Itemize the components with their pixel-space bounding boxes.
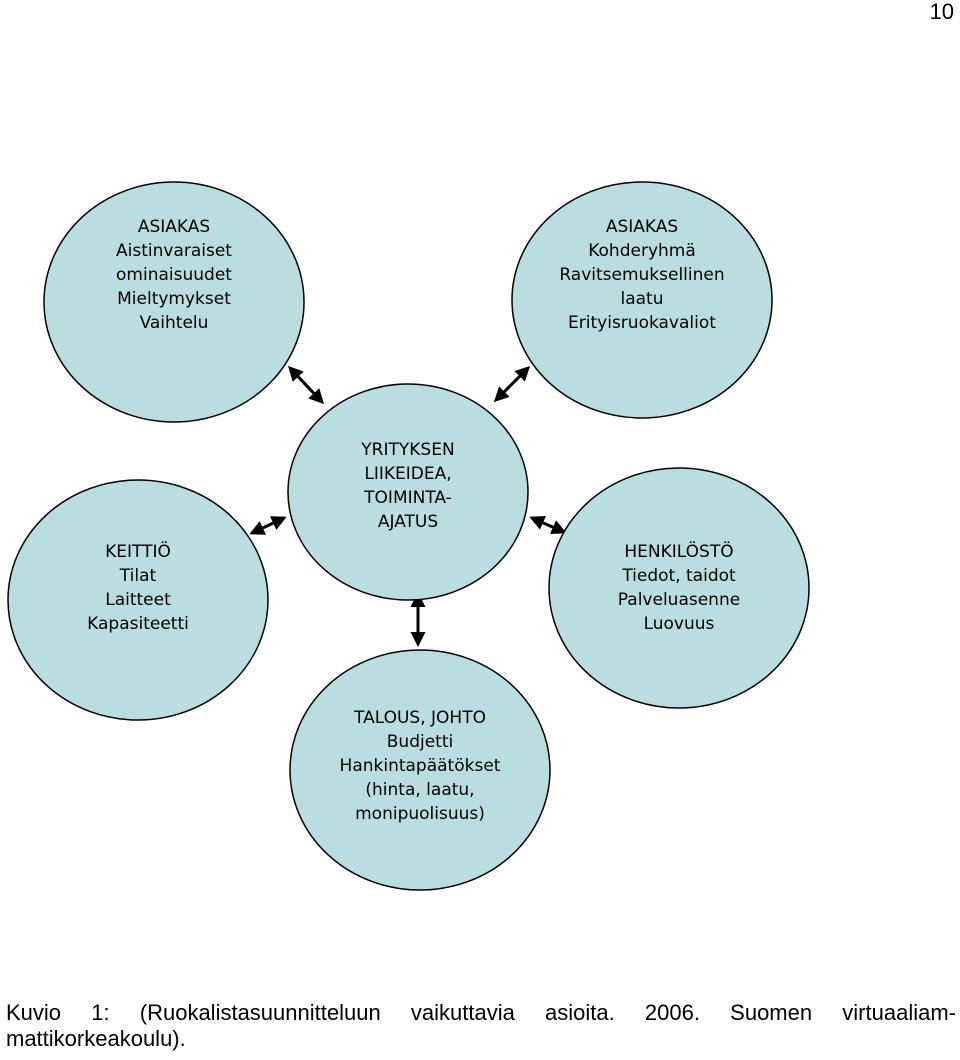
node-line: (hinta, laatu, [365, 780, 474, 800]
node-line: ASIAKAS [606, 217, 678, 237]
arrow-yritys-keittio [249, 516, 287, 535]
node-line: Mieltymykset [117, 289, 231, 309]
node-line: Tiedot, taidot [621, 566, 736, 586]
node-line: Ravitsemuksellinen [559, 265, 724, 285]
node-line: Hankintapäätökset [340, 756, 501, 776]
node-line: Vaihtelu [140, 313, 209, 333]
node-line: Tilat [119, 566, 157, 586]
arrow-yritys-asiakas-aisti [287, 365, 325, 405]
node-line: monipuolisuus) [355, 804, 485, 824]
node-line: Kapasiteetti [87, 614, 189, 634]
node-line: ominaisuudet [116, 265, 232, 285]
node-line: LIIKEIDEA, [364, 464, 451, 484]
node-line: laatu [621, 289, 664, 309]
arrow-yritys-asiakas-kohde [493, 365, 531, 403]
node-yritys: YRITYKSEN LIIKEIDEA, TOIMINTA- AJATUS [287, 383, 529, 601]
node-line: Erityisruokavaliot [568, 313, 716, 333]
node-line: Luovuus [644, 614, 715, 634]
node-line: KEITTIÖ [105, 540, 171, 562]
node-line: Laitteet [105, 590, 171, 610]
page-number: 10 [929, 0, 954, 24]
node-line: TALOUS, JOHTO [353, 708, 486, 728]
figure-caption: Kuvio 1: (Ruokalistasuunnitteluun vaikut… [6, 1000, 956, 1051]
node-line: Aistinvaraiset [116, 241, 232, 261]
node-line: Palveluasenne [618, 590, 740, 610]
node-line: TOIMINTA- [363, 488, 452, 508]
node-line: Budjetti [387, 732, 453, 752]
node-line: ASIAKAS [138, 217, 210, 237]
node-line: YRITYKSEN [360, 440, 454, 460]
node-line: HENKILÖSTÖ [624, 540, 733, 562]
node-line: Kohderyhmä [588, 241, 696, 261]
node-text: YRITYKSEN LIIKEIDEA, TOIMINTA- AJATUS [360, 440, 454, 532]
arrow-yritys-henkilosto [529, 515, 567, 535]
node-line: AJATUS [378, 512, 438, 532]
